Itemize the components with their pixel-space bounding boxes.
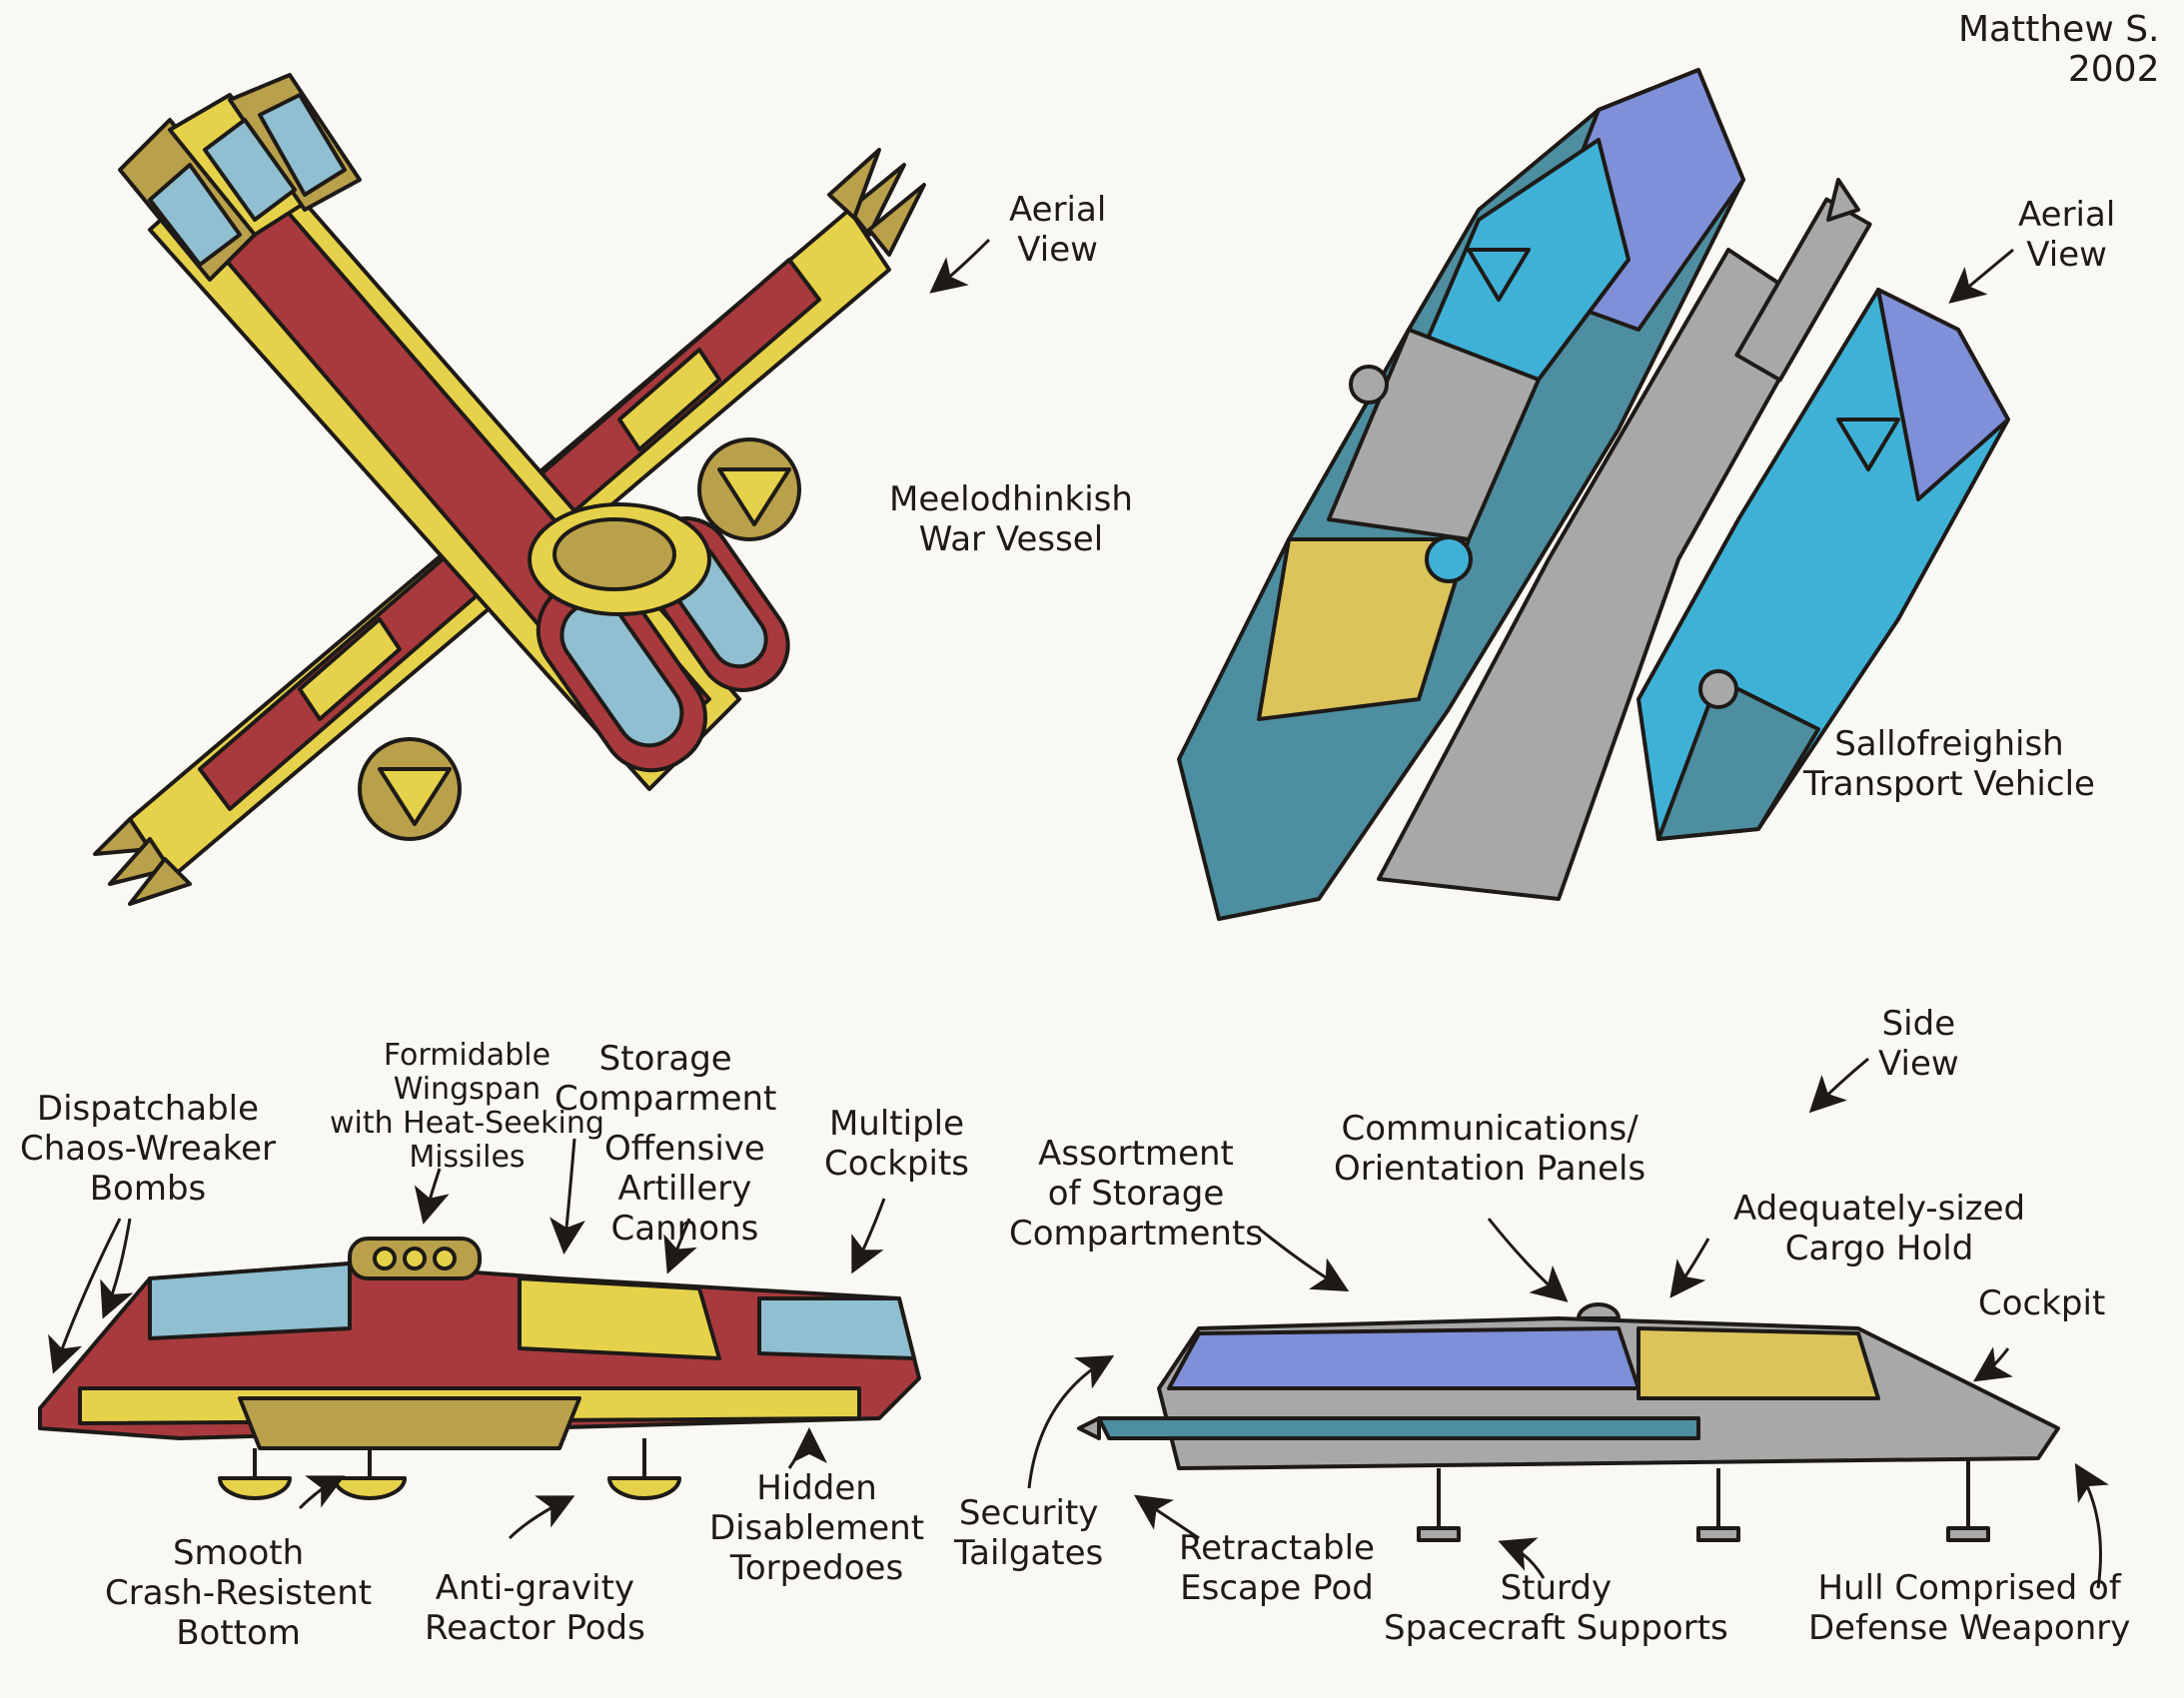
transport-name: Sallofreighish Transport Vehicle <box>1803 724 2095 804</box>
callout-line: Cockpit <box>1978 1283 2106 1323</box>
callout-line: Hull Comprised of <box>1817 1568 2121 1608</box>
callout-line: Hidden <box>756 1468 877 1508</box>
side-label-line1: Side <box>1881 1004 1956 1044</box>
callout-line: Sturdy <box>1500 1568 1613 1608</box>
callout-line: Disablement <box>709 1508 925 1548</box>
callout-storage-war: Storage Comparment <box>554 1039 776 1119</box>
callout-line: Spacecraft Supports <box>1384 1608 1728 1648</box>
callout-line: Missiles <box>409 1140 526 1175</box>
callout-reactor: Anti-gravity Reactor Pods <box>425 1568 645 1648</box>
callout-line: Compartments <box>1009 1214 1264 1254</box>
callout-cannons: Offensive Artillery Cannons <box>604 1129 765 1249</box>
callout-line: Adequately-sized <box>1733 1189 2026 1229</box>
aerial-label-line1: Aerial <box>1009 190 1107 230</box>
callout-line: Chaos-Wreaker <box>20 1129 276 1169</box>
callout-line: Wingspan <box>393 1072 542 1107</box>
callout-line: Cockpits <box>824 1144 969 1184</box>
transport-name-line2: Transport Vehicle <box>1803 764 2095 804</box>
transport-aerial <box>1177 68 2010 921</box>
callout-arrows <box>48 238 2109 1589</box>
callout-line: Multiple <box>828 1104 965 1144</box>
war-vessel-name-line2: War Vessel <box>918 519 1104 559</box>
callout-line: of Storage <box>1047 1174 1225 1214</box>
callout-line: Offensive <box>604 1129 765 1169</box>
callout-line: Cannons <box>610 1209 759 1249</box>
callout-cockpit-transport: Cockpit <box>1978 1283 2105 1323</box>
callout-cargo: Adequately-sized Cargo Hold <box>1733 1189 2025 1269</box>
callout-hull: Hull Comprised of Defense Weaponry <box>1808 1568 2130 1648</box>
callout-bombs: Dispatchable Chaos-Wreaker Bombs <box>20 1089 276 1209</box>
callout-line: Artillery <box>617 1169 752 1209</box>
callout-line: Bottom <box>176 1613 301 1653</box>
callout-line: Cargo Hold <box>1784 1229 1974 1269</box>
callout-line: Dispatchable <box>36 1089 260 1129</box>
callout-wingspan: Formidable Wingspan with Heat-Seeking Mi… <box>330 1039 604 1175</box>
callout-line: Defense Weaponry <box>1808 1608 2131 1648</box>
callout-bottom: Smooth Crash-Resistent Bottom <box>105 1533 372 1653</box>
callout-line: Reactor Pods <box>425 1608 645 1648</box>
callout-tailgates: Security Tailgates <box>954 1493 1103 1573</box>
callout-line: Assortment <box>1038 1134 1234 1174</box>
callout-torpedoes: Hidden Disablement Torpedoes <box>709 1468 924 1588</box>
signature: Matthew S. 2002 <box>1958 10 2160 90</box>
callout-line: Tailgates <box>954 1533 1104 1573</box>
war-vessel-aerial-label: Aerial View <box>1009 190 1106 270</box>
callout-line: Security <box>958 1493 1099 1533</box>
transport-aerial-label: Aerial View <box>2018 195 2115 275</box>
war-vessel-arm-main <box>118 73 790 791</box>
callout-line: Formidable <box>383 1038 551 1073</box>
callout-line: with Heat-Seeking <box>330 1106 604 1141</box>
callout-line: Orientation Panels <box>1334 1149 1646 1189</box>
callout-line: Anti-gravity <box>435 1568 635 1608</box>
transport-side <box>1077 1302 2060 1542</box>
war-vessel-name-line1: Meelodhinkish <box>889 479 1133 519</box>
aerial-label-line2: View <box>2026 235 2107 275</box>
callout-escape: Retractable Escape Pod <box>1179 1528 1375 1608</box>
war-vessel-name: Meelodhinkish War Vessel <box>889 479 1133 559</box>
callout-line: Torpedoes <box>729 1548 904 1588</box>
aerial-label-line1: Aerial <box>2018 195 2116 235</box>
aerial-label-line2: View <box>1017 230 1098 270</box>
war-vessel-side <box>38 1237 921 1500</box>
side-label-line2: View <box>1878 1044 1959 1084</box>
war-vessel-bomb-pod <box>358 437 801 841</box>
transport-name-line1: Sallofreighish <box>1834 724 2064 764</box>
callout-line: Comparment <box>554 1079 777 1119</box>
callout-supports: Sturdy Spacecraft Supports <box>1384 1568 1728 1648</box>
callout-line: Communications/ <box>1341 1109 1638 1149</box>
signature-name: Matthew S. <box>1958 9 2160 50</box>
callout-storage-transport: Assortment of Storage Compartments <box>1009 1134 1263 1254</box>
callout-line: Smooth <box>172 1533 305 1573</box>
war-vessel-aerial <box>93 73 926 906</box>
callout-line: Storage <box>598 1039 732 1079</box>
callout-line: Retractable <box>1179 1528 1375 1568</box>
transport-side-view-label: Side View <box>1878 1004 1959 1084</box>
callout-line: Crash-Resistent <box>105 1573 373 1613</box>
signature-year: 2002 <box>2067 49 2160 90</box>
callout-cockpits: Multiple Cockpits <box>824 1104 969 1184</box>
callout-line: Bombs <box>89 1169 207 1209</box>
callout-comms: Communications/ Orientation Panels <box>1334 1109 1645 1189</box>
callout-line: Escape Pod <box>1180 1568 1374 1608</box>
